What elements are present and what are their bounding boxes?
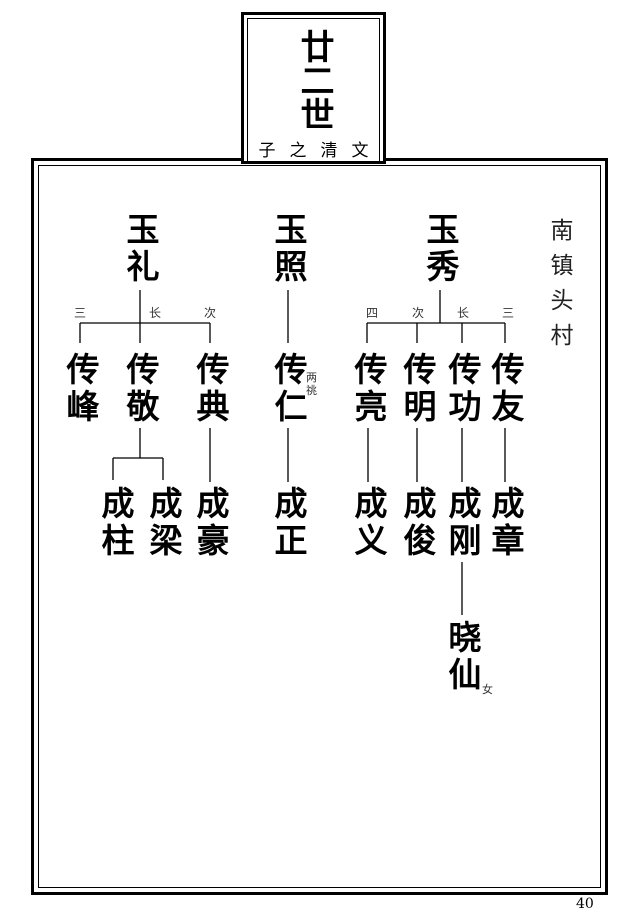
person-gen3: 成刚: [443, 486, 482, 560]
dual-heir-note: 两祧: [306, 371, 317, 397]
person-gen3: 成梁: [144, 486, 183, 560]
birth-order-label: 长: [456, 306, 469, 320]
village-name: 南镇头村: [546, 218, 572, 358]
birth-order-label: 次: [411, 306, 424, 320]
person-gen1: 玉秀: [421, 212, 460, 286]
generation-header-box: 廿二世 子之清文: [241, 12, 386, 164]
person-gen2: 传亮: [349, 352, 388, 426]
female-note: 女: [482, 683, 493, 696]
birth-order-label: 三: [501, 306, 514, 320]
birth-order-label: 三: [73, 306, 86, 320]
person-gen2: 传典: [191, 352, 230, 426]
birth-order-label: 长: [148, 306, 161, 320]
birth-order-label: 四: [365, 306, 378, 320]
page-number: 40: [576, 896, 594, 912]
person-gen3: 成豪: [191, 486, 230, 560]
person-gen2: 传友: [486, 352, 525, 426]
generation-title: 廿二世: [294, 29, 334, 131]
person-gen2: 传明: [398, 352, 437, 426]
person-gen1: 玉照: [269, 212, 308, 286]
person-gen3: 成柱: [96, 486, 135, 560]
person-gen4: 晓仙: [443, 620, 482, 694]
birth-order-label: 次: [203, 306, 216, 320]
person-gen2: 传功: [443, 352, 482, 426]
person-gen2: 传峰: [61, 352, 100, 426]
person-gen2: 传敬: [121, 352, 160, 426]
person-gen2: 传仁: [269, 352, 308, 426]
generation-subtitle: 子之清文: [258, 141, 383, 161]
person-gen3: 成章: [486, 486, 525, 560]
person-gen3: 成俊: [398, 486, 437, 560]
person-gen1: 玉礼: [121, 212, 160, 286]
person-gen3: 成义: [349, 486, 388, 560]
person-gen3: 成正: [269, 486, 308, 560]
